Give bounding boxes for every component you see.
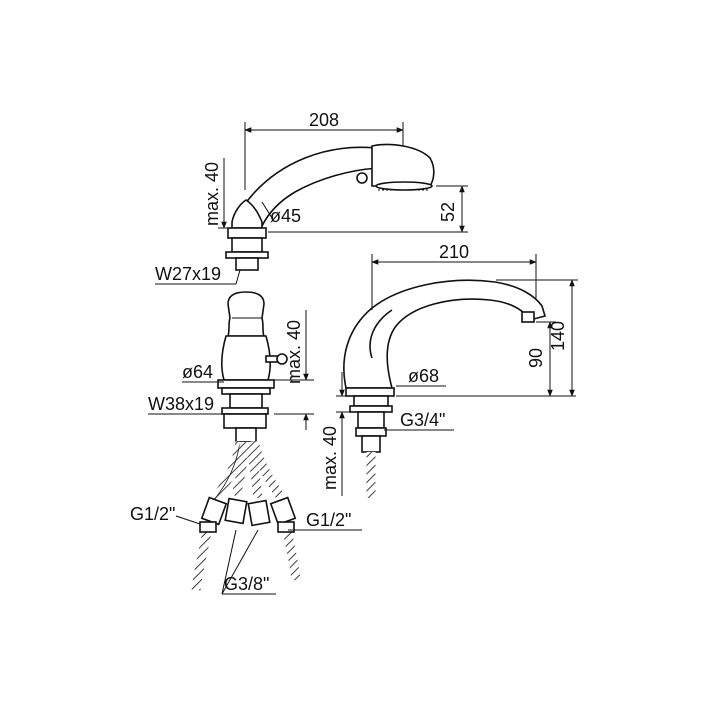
hand-shower-selector bbox=[356, 172, 368, 184]
spout-outlet-height-label: 90 bbox=[526, 348, 546, 368]
mixer-body bbox=[221, 335, 271, 381]
spout-total-height-label: 140 bbox=[548, 321, 568, 351]
mixer-inlet-left-label: G1/2" bbox=[130, 504, 175, 524]
inlet-hose-left bbox=[191, 525, 213, 591]
spout-diameter-label: ø68 bbox=[408, 366, 439, 386]
mixer-shank bbox=[229, 393, 263, 409]
hand-shower-face bbox=[375, 181, 433, 191]
spout-shank bbox=[357, 411, 385, 429]
hand-shower-height-label: 52 bbox=[438, 202, 458, 222]
spout-width-label: 210 bbox=[439, 242, 469, 262]
spout-base-height-label: max. 40 bbox=[320, 426, 340, 490]
mixer-diameter-label: ø64 bbox=[182, 362, 213, 382]
hand-shower-group: 208 52 ø45 max. 40 W27x19 bbox=[155, 110, 468, 285]
mixer-lever-knob bbox=[276, 353, 288, 365]
mixer-group: max. 40 ø64 W38x19 G1/2" G1/2" G3/8" bbox=[130, 291, 362, 595]
hand-shower-thread-label: W27x19 bbox=[155, 264, 221, 284]
mixer-thread-label: W38x19 bbox=[148, 394, 214, 414]
hand-shower-nut-lower bbox=[225, 251, 269, 259]
hand-shower-diameter-label: ø45 bbox=[270, 206, 301, 226]
mixer-inlet-right-label: G1/2" bbox=[306, 510, 351, 530]
spout-body bbox=[343, 279, 547, 389]
mixer-handle bbox=[226, 291, 266, 337]
hand-shower-base bbox=[231, 199, 263, 229]
spout-base bbox=[345, 387, 395, 397]
mixer-height-label: max. 40 bbox=[284, 320, 304, 384]
inlet-hose-right bbox=[281, 525, 301, 581]
mixer-base bbox=[217, 379, 275, 389]
mixer-outlet-label: G3/8" bbox=[224, 574, 269, 594]
hand-shower-shank bbox=[231, 237, 263, 253]
spout-group: 210 90 140 ø68 G3/4" max. 40 bbox=[320, 242, 578, 498]
hand-shower-base-height-label: max. 40 bbox=[202, 162, 222, 226]
spout-aerator bbox=[521, 311, 535, 323]
spout-thread-label: G3/4" bbox=[400, 410, 445, 430]
hand-shower-width-label: 208 bbox=[309, 110, 339, 130]
mixer-hose-right bbox=[249, 440, 284, 499]
hand-shower-nut bbox=[227, 227, 267, 239]
mixer-hose-center-left bbox=[231, 441, 249, 498]
hand-shower-head bbox=[371, 143, 435, 187]
